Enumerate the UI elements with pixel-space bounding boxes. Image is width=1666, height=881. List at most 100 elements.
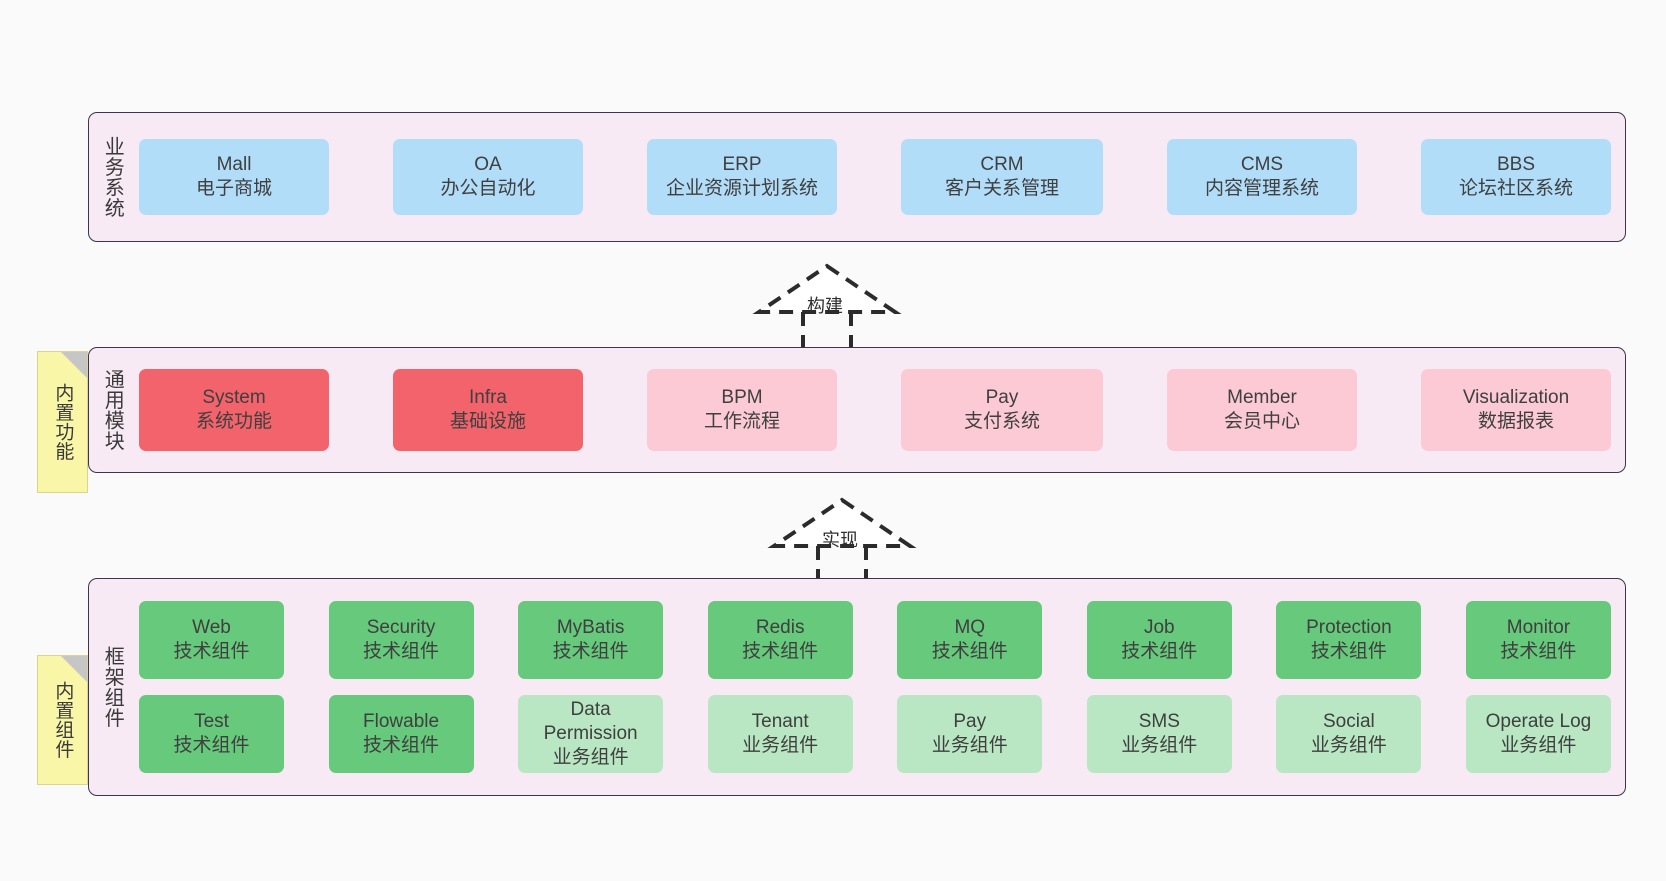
- card-title-en: Job: [1143, 617, 1175, 639]
- card-title-en: MyBatis: [556, 617, 625, 639]
- layer-framework-components: 框架组件 Web 技术组件 Security 技术组件 MyBatis 技术组件…: [88, 578, 1626, 796]
- card-security[interactable]: Security 技术组件: [328, 601, 474, 679]
- card-visualization[interactable]: Visualization 数据报表: [1421, 369, 1611, 451]
- card-title-en: Web: [192, 617, 231, 639]
- card-title-cn: 技术组件: [1310, 641, 1387, 662]
- card-mybatis[interactable]: MyBatis 技术组件: [518, 601, 664, 679]
- card-title-cn: 技术组件: [363, 641, 440, 662]
- card-title-cn: 工作流程: [703, 411, 780, 432]
- card-operate-log[interactable]: Operate Log 业务组件: [1465, 695, 1611, 773]
- card-redis[interactable]: Redis 技术组件: [707, 601, 853, 679]
- card-cms[interactable]: CMS 内容管理系统: [1167, 139, 1357, 215]
- card-title-en: Mall: [216, 154, 252, 176]
- card-title-en: Pay: [985, 387, 1019, 409]
- card-social[interactable]: Social 业务组件: [1276, 695, 1422, 773]
- card-title-cn: 企业资源计划系统: [665, 178, 818, 199]
- card-row: Web 技术组件 Security 技术组件 MyBatis 技术组件 Redi…: [139, 601, 1611, 679]
- layer-body-common: System 系统功能 Infra 基础设施 BPM 工作流程 Pay 支付系统…: [135, 348, 1625, 472]
- card-title-cn: 技术组件: [173, 735, 250, 756]
- card-title-en: OA: [474, 154, 502, 176]
- card-title-en: SMS: [1138, 711, 1180, 733]
- card-title-en: System: [202, 387, 266, 409]
- card-title-en: Tenant: [751, 711, 809, 733]
- card-title-en: BBS: [1496, 154, 1536, 176]
- card-title-cn: 技术组件: [552, 641, 629, 662]
- card-title-cn: 技术组件: [1500, 641, 1577, 662]
- card-title-cn: 业务组件: [742, 735, 819, 756]
- folded-corner-icon: [61, 352, 87, 378]
- card-title-cn: 客户关系管理: [944, 178, 1059, 199]
- card-title-cn: 技术组件: [363, 735, 440, 756]
- card-title-en: Member: [1227, 387, 1297, 409]
- card-title-cn: 技术组件: [1121, 641, 1198, 662]
- card-bbs[interactable]: BBS 论坛社区系统: [1421, 139, 1611, 215]
- card-title-en: CMS: [1240, 154, 1284, 176]
- card-title-en: Operate Log: [1485, 711, 1592, 733]
- connector-label-implement: 实现: [822, 530, 858, 550]
- layer-body-framework: Web 技术组件 Security 技术组件 MyBatis 技术组件 Redi…: [135, 579, 1625, 795]
- card-row: System 系统功能 Infra 基础设施 BPM 工作流程 Pay 支付系统…: [139, 369, 1611, 451]
- card-title-en: MQ: [954, 617, 986, 639]
- card-title-en: BPM: [721, 387, 763, 409]
- card-title-cn: 论坛社区系统: [1458, 178, 1573, 199]
- card-title-en: Pay: [953, 711, 987, 733]
- card-erp[interactable]: ERP 企业资源计划系统: [647, 139, 837, 215]
- layer-title-common-modules: 通用模块: [101, 369, 124, 451]
- card-job[interactable]: Job 技术组件: [1086, 601, 1232, 679]
- card-title-cn: 基础设施: [449, 411, 526, 432]
- card-oa[interactable]: OA 办公自动化: [393, 139, 583, 215]
- connector-implement: 实现: [767, 496, 920, 581]
- card-title-en: Flowable: [363, 711, 440, 733]
- card-pay[interactable]: Pay 支付系统: [901, 369, 1103, 451]
- card-member[interactable]: Member 会员中心: [1167, 369, 1357, 451]
- card-title-en: Monitor: [1506, 617, 1571, 639]
- card-title-cn: 技术组件: [742, 641, 819, 662]
- card-title-cn: 会员中心: [1223, 411, 1300, 432]
- card-data-permission[interactable]: Data Permission 业务组件: [518, 695, 664, 773]
- card-system[interactable]: System 系统功能: [139, 369, 329, 451]
- card-sms[interactable]: SMS 业务组件: [1086, 695, 1232, 773]
- card-title-cn: 业务组件: [552, 746, 629, 768]
- card-title-cn: 内容管理系统: [1204, 178, 1319, 199]
- card-test[interactable]: Test 技术组件: [139, 695, 284, 773]
- card-title-cn: 业务组件: [1121, 735, 1198, 756]
- card-web[interactable]: Web 技术组件: [139, 601, 284, 679]
- card-crm[interactable]: CRM 客户关系管理: [901, 139, 1103, 215]
- connector-build: 构建: [752, 262, 905, 347]
- card-title-en: Redis: [755, 617, 805, 639]
- card-tenant[interactable]: Tenant 业务组件: [707, 695, 853, 773]
- card-title-cn: 技术组件: [173, 641, 250, 662]
- card-title-en: Infra: [468, 387, 508, 409]
- card-title-cn: 系统功能: [195, 411, 272, 432]
- layer-title-framework: 框架组件: [101, 646, 124, 728]
- layer-business-systems: 业务系统 Mall 电子商城 OA 办公自动化 ERP 企业资源计划系统 CRM…: [88, 112, 1626, 242]
- card-title-en: Data Permission: [543, 699, 638, 745]
- card-title-cn: 电子商城: [195, 178, 272, 199]
- card-title-en: CRM: [980, 154, 1024, 176]
- card-title-cn: 支付系统: [963, 411, 1040, 432]
- card-title-en: Protection: [1306, 617, 1392, 639]
- card-row: Mall 电子商城 OA 办公自动化 ERP 企业资源计划系统 CRM 客户关系…: [139, 139, 1611, 215]
- connector-label-build: 构建: [807, 296, 843, 316]
- card-title-cn: 业务组件: [1500, 735, 1577, 756]
- note-builtin-features: 内置功能: [37, 351, 88, 493]
- card-bpm[interactable]: BPM 工作流程: [647, 369, 837, 451]
- note-builtin-components: 内置组件: [37, 655, 88, 785]
- card-protection[interactable]: Protection 技术组件: [1276, 601, 1422, 679]
- card-title-en: ERP: [722, 154, 762, 176]
- card-infra[interactable]: Infra 基础设施: [393, 369, 583, 451]
- layer-common-modules: 通用模块 System 系统功能 Infra 基础设施 BPM 工作流程 Pay…: [88, 347, 1626, 473]
- card-monitor[interactable]: Monitor 技术组件: [1465, 601, 1611, 679]
- card-title-cn: 业务组件: [1310, 735, 1387, 756]
- note-label: 内置功能: [52, 383, 74, 461]
- card-mq[interactable]: MQ 技术组件: [897, 601, 1043, 679]
- card-title-en: Test: [194, 711, 229, 733]
- card-title-cn: 业务组件: [931, 735, 1008, 756]
- card-mall[interactable]: Mall 电子商城: [139, 139, 329, 215]
- card-flowable[interactable]: Flowable 技术组件: [328, 695, 474, 773]
- card-title-cn: 数据报表: [1477, 411, 1554, 432]
- card-title-en: Visualization: [1462, 387, 1570, 409]
- card-title-cn: 技术组件: [931, 641, 1008, 662]
- card-pay-component[interactable]: Pay 业务组件: [897, 695, 1043, 773]
